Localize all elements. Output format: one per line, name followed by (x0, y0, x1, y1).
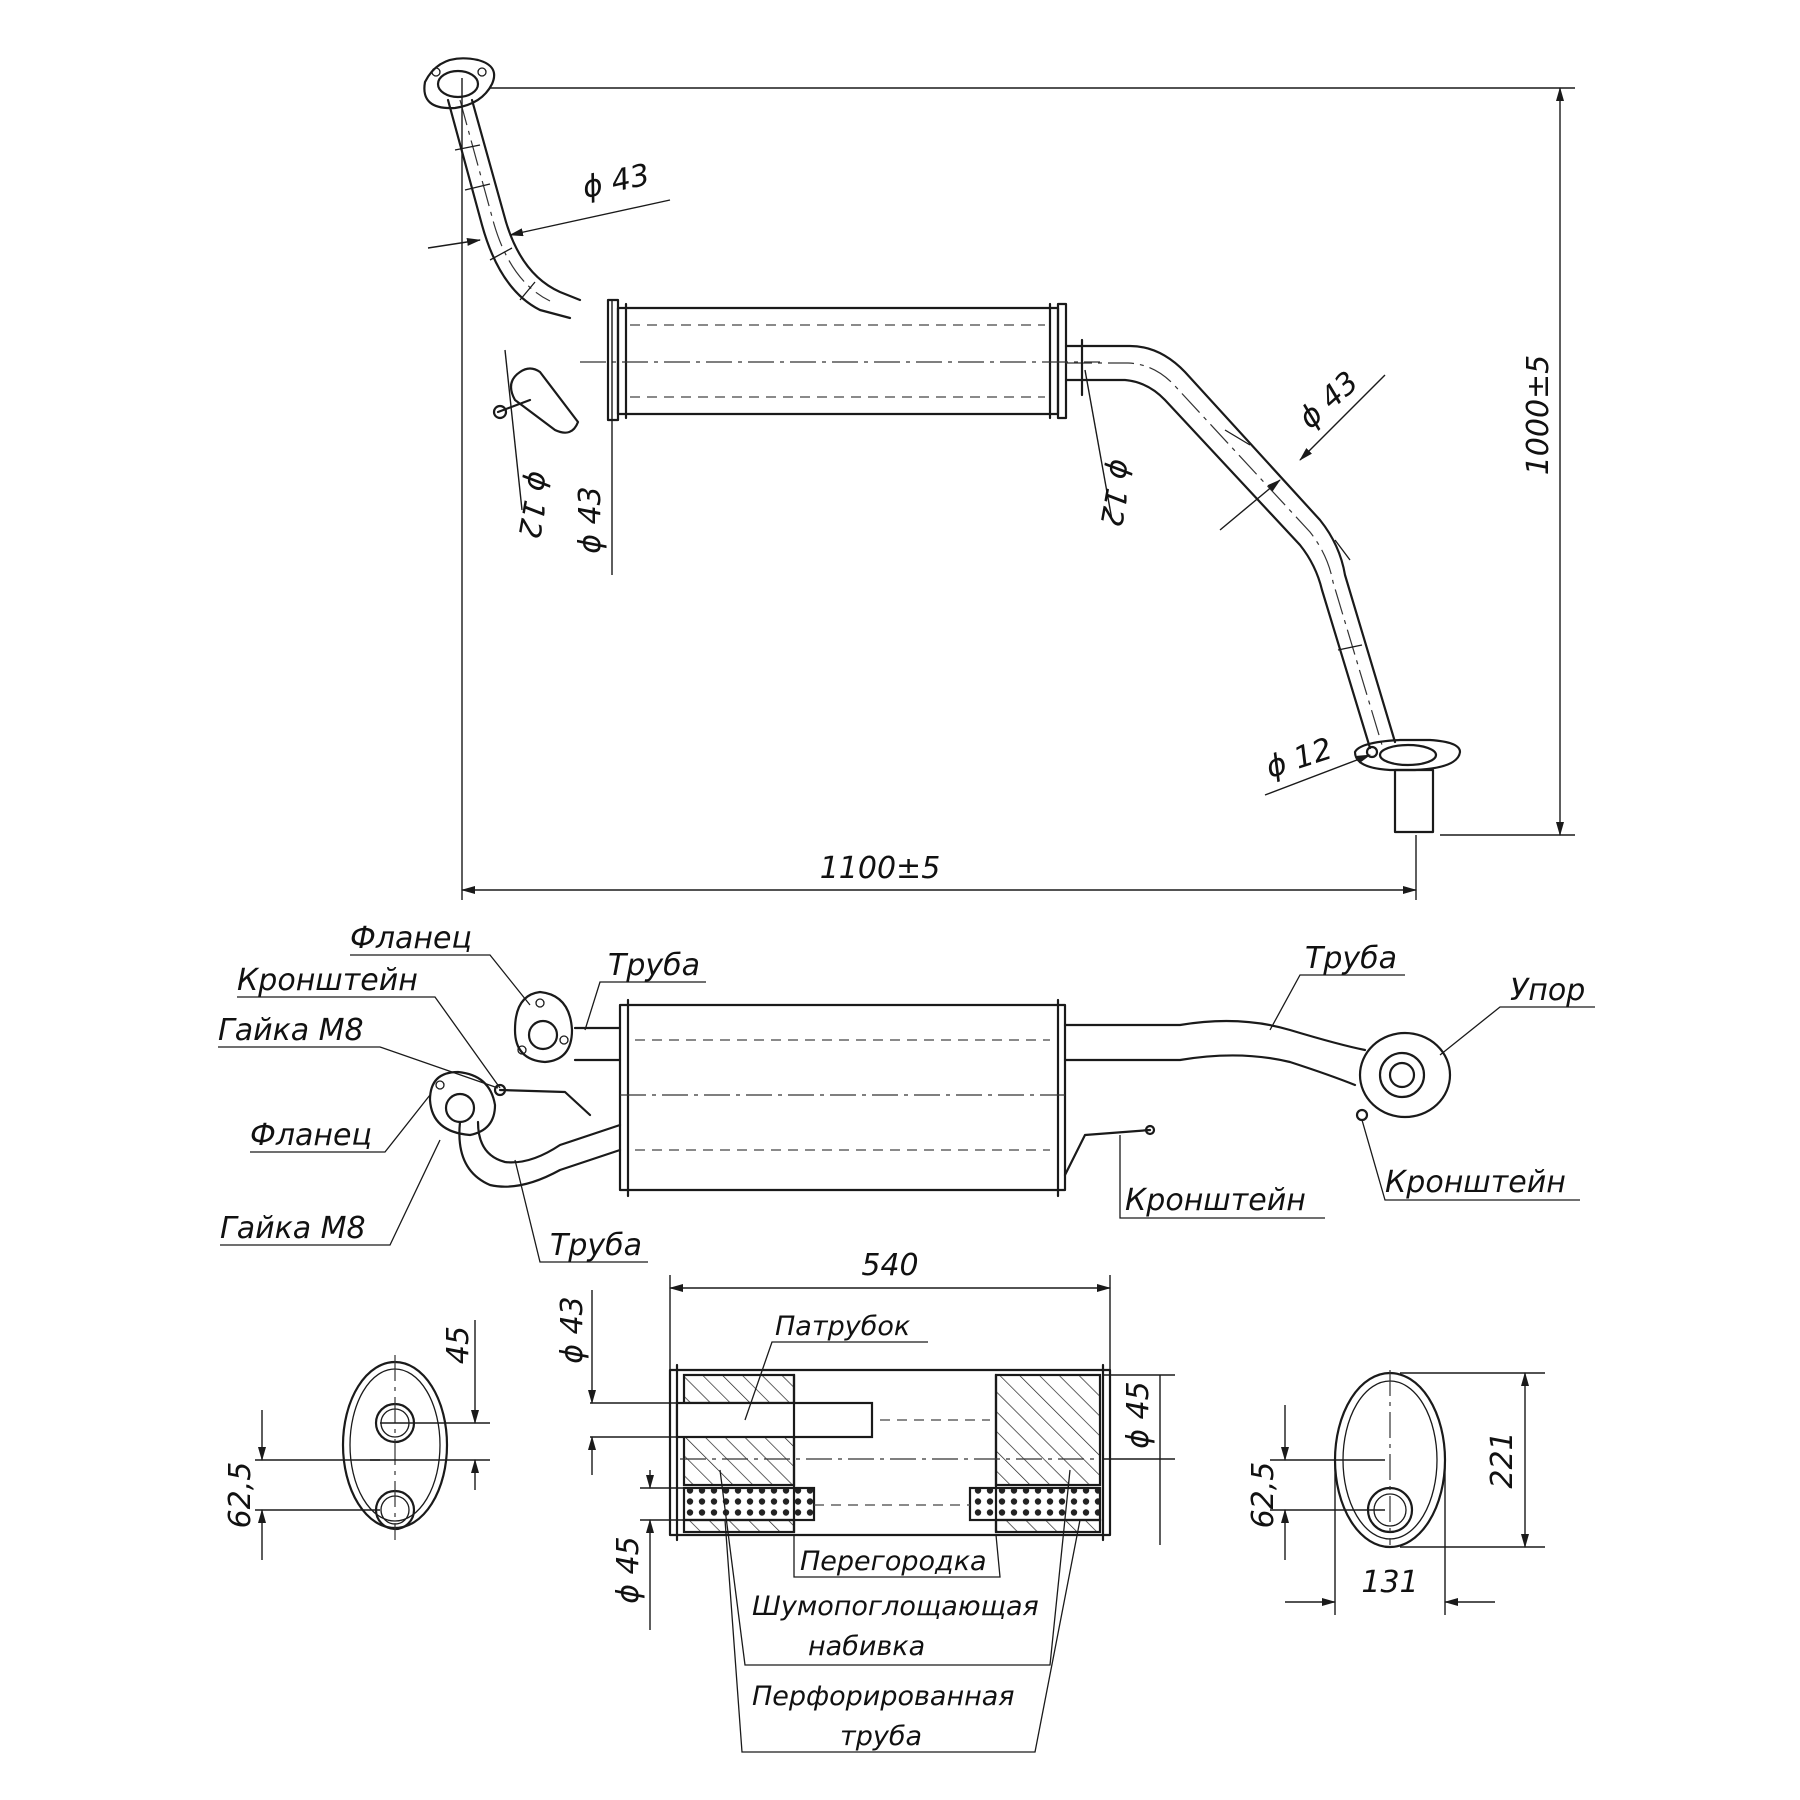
right-end-view: 221 62,5 131 (1246, 1370, 1545, 1615)
right-pin-label: ϕ 12 (1092, 457, 1138, 530)
label-perforated: Перфорированная труба (724, 1519, 1081, 1753)
svg-text:Фланец: Фланец (250, 1118, 372, 1153)
assembly-bracket-middle (1063, 1128, 1152, 1177)
inlet-pipe (446, 98, 582, 320)
svg-text:Кронштейн: Кронштейн (237, 963, 418, 998)
muffler-left-cap (606, 298, 620, 422)
outlet-dia-label: ϕ 43 (1292, 365, 1366, 436)
svg-text:Кронштейн: Кронштейн (1385, 1165, 1566, 1200)
tail-flange (1353, 738, 1462, 772)
section-dia-right-label: ϕ 45 (1121, 1381, 1156, 1449)
svg-text:Шумопоглощающая: Шумопоглощающая (752, 1591, 1039, 1622)
lower-flange (492, 367, 580, 434)
section-nozzle (675, 1401, 874, 1439)
tail-pin-label: ϕ 12 (1262, 731, 1337, 785)
left-pin-label: ϕ 12 (510, 469, 556, 542)
label-packing: Шумопоглощающая набивка (719, 1469, 1071, 1666)
overall-width-dimension: 1100±5 (461, 78, 1417, 900)
assembly-stop (1355, 1031, 1452, 1122)
svg-text:Перфорированная: Перфорированная (752, 1681, 1015, 1712)
assembly-lower-pipe-outer (458, 1120, 622, 1188)
svg-text:Упор: Упор (1510, 973, 1585, 1008)
muffler-body-top (580, 302, 1100, 420)
section-view: 540 ϕ 43 ϕ 45 ϕ 45 Патрубок Перегородка … (555, 1248, 1175, 1753)
top-view: 1100±5 1000±5 ϕ 43 ϕ 12 ϕ 43 ϕ 12 (423, 57, 1575, 900)
left-vert-dia-dimension: ϕ 43 (573, 300, 613, 575)
overall-height-label: 1000±5 (1521, 355, 1556, 476)
tail-pipe (1393, 768, 1435, 834)
right-end-height-label: 221 (1485, 1431, 1520, 1488)
overall-width-label: 1100±5 (820, 851, 941, 886)
svg-text:Кронштейн: Кронштейн (1125, 1183, 1306, 1218)
svg-text:набивка: набивка (808, 1631, 925, 1662)
section-perforated-left (682, 1486, 816, 1522)
assembly-bracket-left (498, 1088, 592, 1117)
assembly-flange-lower (428, 1070, 497, 1137)
outlet-dia-dimension: ϕ 43 (1219, 365, 1386, 531)
svg-text:Гайка М8: Гайка М8 (218, 1013, 364, 1048)
svg-text:Труба: Труба (550, 1228, 642, 1263)
section-dia-bottom-label: ϕ 45 (611, 1536, 646, 1604)
svg-text:Фланец: Фланец (350, 921, 472, 956)
assembly-muffler-body (618, 998, 1067, 1198)
inlet-flange (423, 57, 496, 110)
assembly-lower-pipe-inner (476, 1120, 622, 1164)
label-bracket-left: Кронштейн (237, 963, 501, 1089)
inlet-dia-dimension: ϕ 43 (427, 158, 671, 249)
label-bracket-middle: Кронштейн (1119, 1135, 1325, 1219)
label-nut-top: Гайка М8 (218, 1013, 499, 1089)
label-baffle: Перегородка (793, 1534, 1001, 1578)
label-flange-bottom: Фланец (250, 1094, 431, 1153)
svg-text:Перегородка: Перегородка (800, 1546, 987, 1577)
label-pipe-top-left: Труба (584, 948, 706, 1031)
right-end-offset-label: 62,5 (1246, 1462, 1281, 1529)
right-end-width-label: 131 (1361, 1565, 1418, 1600)
svg-text:Гайка М8: Гайка М8 (220, 1211, 366, 1246)
section-perforated-right (968, 1486, 1102, 1522)
outlet-pipe (1064, 344, 1397, 750)
left-end-spacing-label: 45 (441, 1326, 476, 1364)
label-stop: Упор (1439, 973, 1595, 1056)
label-pipe-right: Труба (1269, 941, 1405, 1031)
muffler-length-label: 540 (861, 1248, 918, 1283)
label-pipe-bottom-left: Труба (514, 1159, 648, 1263)
left-vert-dia-label: ϕ 43 (573, 486, 608, 554)
label-flange-top: Фланец (350, 921, 531, 1006)
label-nozzle: Патрубок (744, 1311, 928, 1421)
svg-text:Патрубок: Патрубок (775, 1311, 911, 1342)
assembly-right-pipe-top (1063, 1019, 1367, 1052)
svg-text:Труба: Труба (608, 948, 700, 983)
left-end-offset-label: 62,5 (223, 1462, 258, 1529)
section-dia-left-label: ϕ 43 (555, 1296, 590, 1364)
tail-pin-dimension: ϕ 12 (1262, 731, 1371, 796)
left-end-view: 45 62,5 (223, 1320, 490, 1560)
label-bracket-right: Кронштейн (1361, 1119, 1580, 1201)
right-pin-dimension: ϕ 12 (1084, 369, 1139, 530)
svg-text:Труба: Труба (1305, 941, 1397, 976)
assembly-upper-stub (573, 1026, 622, 1062)
assembly-view: Фланец Кронштейн Гайка М8 Фланец Гайка М… (218, 921, 1595, 1263)
assembly-flange-upper (513, 990, 574, 1064)
svg-text:труба: труба (840, 1721, 922, 1752)
inlet-dia-label: ϕ 43 (579, 158, 652, 206)
label-nut-bottom: Гайка М8 (220, 1139, 441, 1246)
overall-height-dimension: 1000±5 (490, 87, 1575, 836)
assembly-right-pipe-bottom (1063, 1054, 1357, 1087)
